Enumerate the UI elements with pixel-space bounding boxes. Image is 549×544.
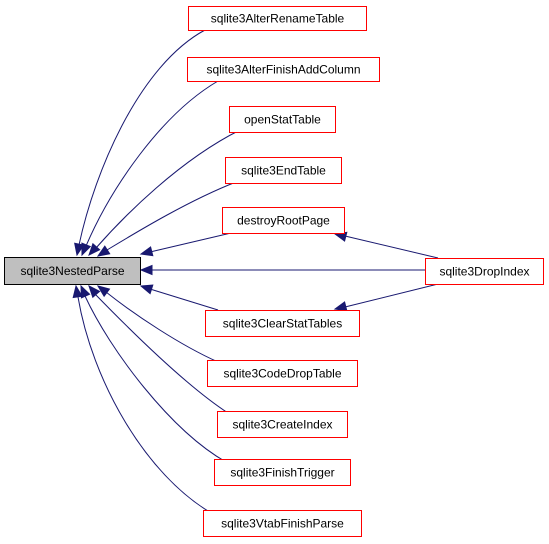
node-sqlite3-clear-stat-tables[interactable]: sqlite3ClearStatTables [205,310,360,337]
node-label: openStatTable [244,113,321,127]
node-label: sqlite3FinishTrigger [230,466,334,480]
arrowhead [139,246,154,257]
node-label: sqlite3EndTable [241,164,326,178]
edge-line [95,129,241,249]
edge-sqlite3-alter-rename-table-to-sqlite3-nested-parse [74,29,206,257]
node-sqlite3-alter-finish-add-column[interactable]: sqlite3AlterFinishAddColumn [187,57,380,82]
edge-line [105,291,219,363]
edge-line [77,296,214,515]
arrowhead [139,264,153,276]
node-label: sqlite3DropIndex [439,265,529,279]
node-sqlite3-finish-trigger[interactable]: sqlite3FinishTrigger [214,459,351,486]
node-box [205,310,360,337]
edge-line [149,288,219,311]
edge-open-stat-table-to-sqlite3-nested-parse [88,129,241,256]
node-box [188,6,367,31]
arrowhead [88,242,101,256]
edge-line [149,232,232,253]
edge-line [106,181,237,251]
node-sqlite3-nested-parse[interactable]: sqlite3NestedParse [4,257,141,285]
node-label: destroyRootPage [237,214,330,228]
arrowhead [88,284,101,299]
node-box [425,258,544,285]
arrowhead [96,285,111,298]
edge-sqlite3-alter-finish-add-column-to-sqlite3-nested-parse [81,80,219,257]
node-sqlite3-drop-index[interactable]: sqlite3DropIndex [425,258,544,285]
node-label: sqlite3ClearStatTables [223,317,342,331]
node-label: sqlite3CodeDropTable [223,367,341,381]
edge-sqlite3-vtab-finish-parse-to-sqlite3-nested-parse [72,284,214,515]
edges-layer [72,29,439,515]
node-sqlite3-code-drop-table[interactable]: sqlite3CodeDropTable [207,360,358,387]
edge-sqlite3-end-table-to-sqlite3-nested-parse [96,181,237,257]
edge-sqlite3-finish-trigger-to-sqlite3-nested-parse [80,284,227,463]
node-label: sqlite3CreateIndex [232,418,332,432]
edge-line [78,29,206,246]
arrowhead [81,242,92,257]
node-box [207,360,358,387]
node-box [187,57,380,82]
edge-sqlite3-drop-index-to-destroy-root-page [333,231,439,259]
arrowhead [333,301,348,312]
node-label: sqlite3AlterFinishAddColumn [206,63,360,77]
node-label: sqlite3NestedParse [20,264,124,278]
node-box [229,106,336,133]
arrowhead [139,284,154,295]
node-sqlite3-alter-rename-table[interactable]: sqlite3AlterRenameTable [188,6,367,31]
edge-sqlite3-drop-index-to-sqlite3-nested-parse [139,264,425,276]
node-sqlite3-vtab-finish-parse[interactable]: sqlite3VtabFinishParse [203,510,362,537]
edge-sqlite3-code-drop-table-to-sqlite3-nested-parse [96,285,219,363]
node-box [4,257,141,285]
edge-destroy-root-page-to-sqlite3-nested-parse [139,232,232,257]
node-sqlite3-create-index[interactable]: sqlite3CreateIndex [217,411,348,438]
edge-sqlite3-create-index-to-sqlite3-nested-parse [88,284,229,414]
edge-line [85,80,219,247]
node-box [214,459,351,486]
node-open-stat-table[interactable]: openStatTable [229,106,336,133]
edge-sqlite3-drop-index-to-sqlite3-clear-stat-tables [333,283,439,312]
node-label: sqlite3AlterRenameTable [211,12,345,26]
edge-line [84,295,227,463]
node-box [203,510,362,537]
node-box [217,411,348,438]
edge-line [344,283,439,308]
edge-line [344,235,439,259]
edge-line [94,293,229,414]
node-box [225,157,342,184]
node-box [222,207,345,234]
edge-sqlite3-clear-stat-tables-to-sqlite3-nested-parse [139,284,219,311]
node-destroy-root-page[interactable]: destroyRootPage [222,207,345,234]
nodes-layer: sqlite3NestedParse sqlite3AlterRenameTabl… [4,6,544,537]
arrowhead [80,284,91,299]
arrowhead [74,242,85,257]
arrowhead [96,245,111,257]
arrowhead [72,284,83,299]
node-sqlite3-end-table[interactable]: sqlite3EndTable [225,157,342,184]
node-label: sqlite3VtabFinishParse [221,517,344,531]
